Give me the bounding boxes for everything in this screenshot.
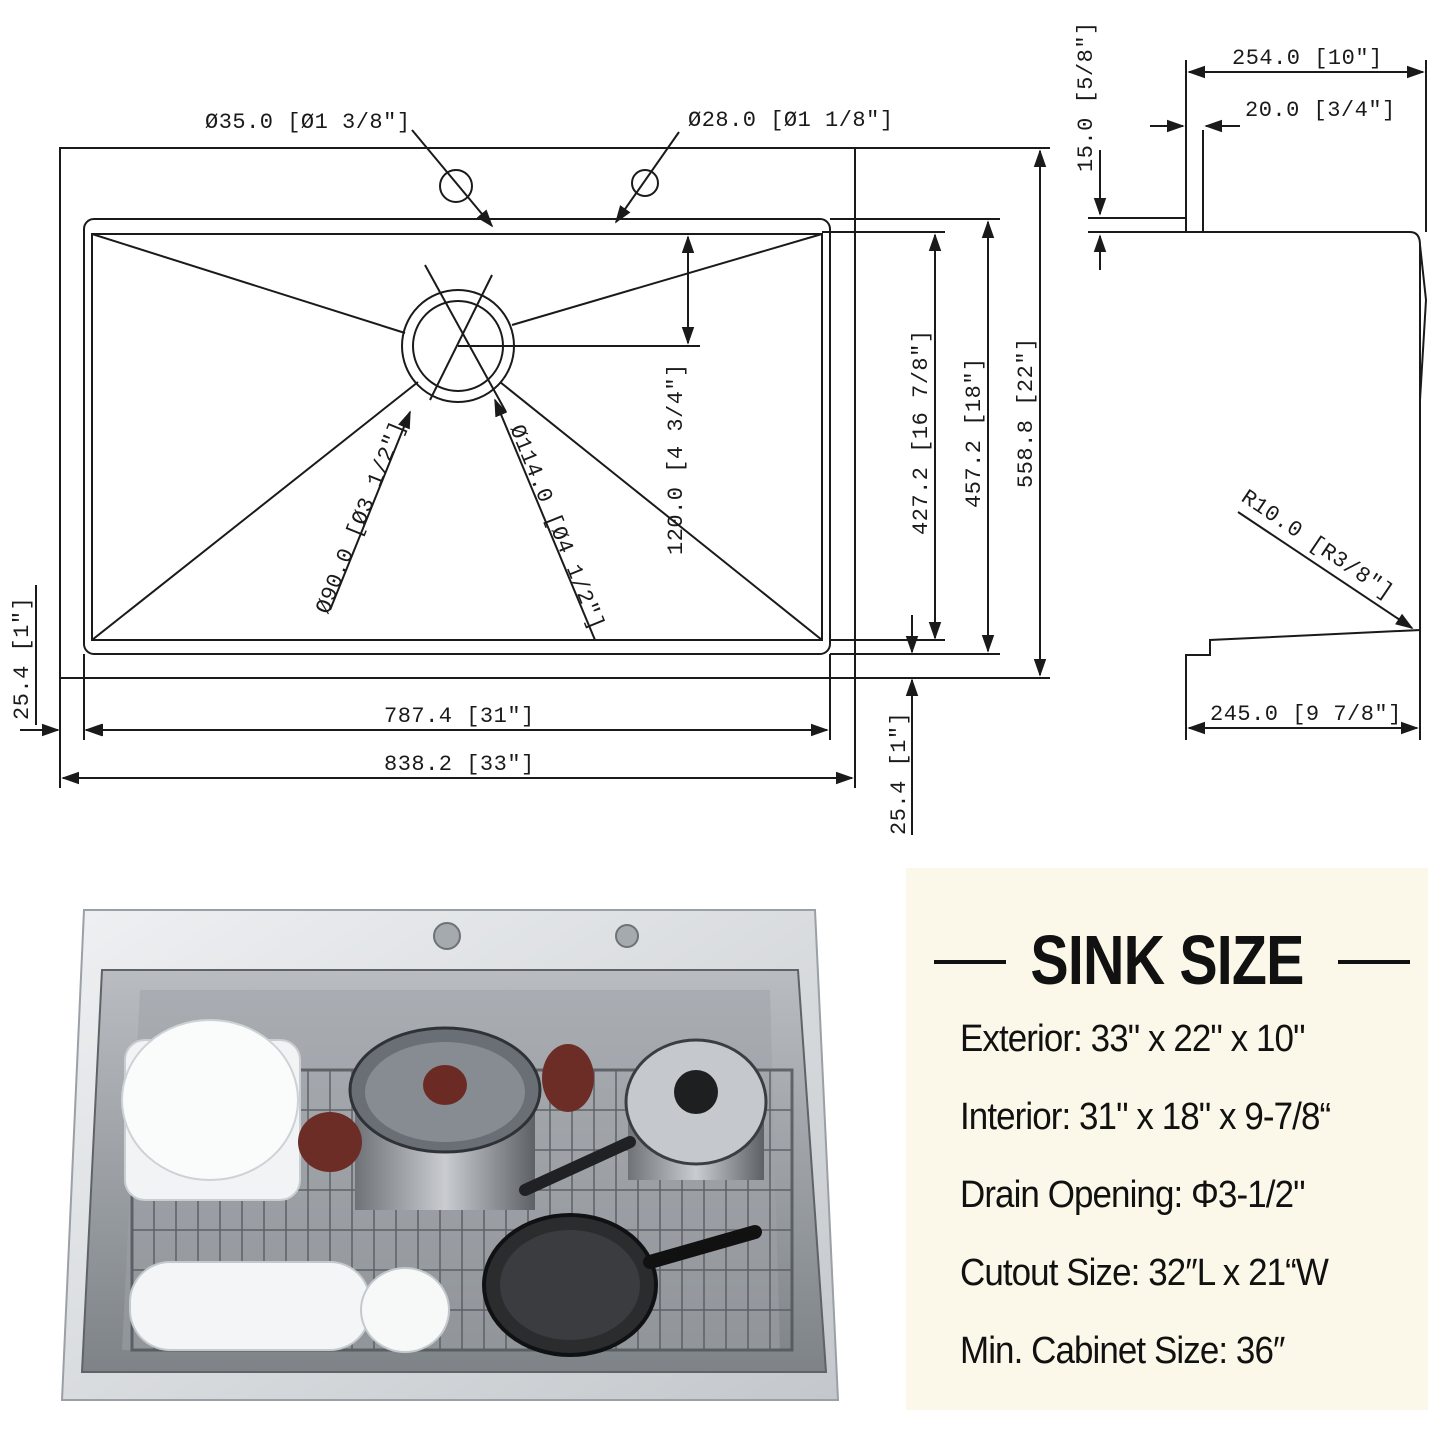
dim-lip-15: 15.0 [5/8″] [1074, 21, 1099, 172]
bowl-stack [129, 1261, 450, 1353]
spec-interior: Interior: 31" x 18" x 9-7/8“ [960, 1096, 1331, 1138]
spec-title-row: SINK SIZE [906, 920, 1428, 1000]
frying-pan [482, 1213, 762, 1357]
dim-depth-254: 254.0 [10″] [1232, 46, 1383, 71]
dim-hole-right: Ø28.0 [Ø1 1/8″] [688, 108, 894, 133]
spec-cabinet: Min. Cabinet Size: 36″ [960, 1330, 1285, 1372]
dim-height-427: 427.2 [16 7/8″] [909, 329, 934, 535]
dim-height-558: 558.8 [22″] [1014, 337, 1039, 488]
dim-height-457: 457.2 [18″] [962, 357, 987, 508]
dim-flange-left: 25.4 [1″] [10, 597, 35, 720]
dim-width-838: 838.2 [33″] [384, 752, 535, 777]
title-rule-right [1338, 960, 1410, 964]
faucet-hole-right [631, 169, 659, 197]
spec-drain: Drain Opening: Φ3-1/2" [960, 1174, 1306, 1216]
spec-cutout: Cutout Size: 32″L x 21“W [960, 1252, 1329, 1294]
faucet-hole-2 [615, 924, 639, 948]
sink-inner-outline [83, 218, 831, 655]
dim-flange-bottom: 25.4 [1″] [887, 712, 912, 835]
faucet-hole-1 [433, 922, 461, 950]
plate-stack [121, 1019, 301, 1201]
saucepan [519, 1038, 768, 1196]
dim-depth-245: 245.0 [9 7/8″] [1210, 702, 1402, 727]
sink-outer-outline [59, 147, 856, 679]
sink-size-panel: SINK SIZE Exterior: 33" x 22" x 10" Inte… [906, 868, 1428, 1410]
sink-product-photo [60, 909, 840, 1401]
dim-thickness-20: 20.0 [3/4″] [1245, 98, 1396, 123]
faucet-hole-left [439, 169, 473, 203]
dim-drain-90: Ø90.0 [Ø3 1/2″] [311, 418, 411, 618]
side-view-profile [1185, 148, 1421, 668]
technical-drawing: Ø35.0 [Ø1 3/8″] Ø28.0 [Ø1 1/8″] Ø90.0 [Ø… [10, 21, 1427, 835]
spec-exterior: Exterior: 33" x 22" x 10" [960, 1018, 1306, 1060]
dim-hole-left: Ø35.0 [Ø1 3/8″] [205, 110, 411, 135]
spec-title: SINK SIZE [1030, 921, 1304, 999]
title-rule-left [934, 960, 1006, 964]
dim-offset-120: 120.0 [4 3/4″] [664, 363, 689, 555]
sink-bowl-floor [91, 233, 823, 641]
stock-pot [298, 1026, 594, 1210]
dim-radius-10: R10.0 [R3/8″] [1236, 485, 1398, 605]
dim-width-787: 787.4 [31″] [384, 704, 535, 729]
dim-drain-114: Ø114.0 [Ø4 1/2″] [504, 421, 609, 634]
